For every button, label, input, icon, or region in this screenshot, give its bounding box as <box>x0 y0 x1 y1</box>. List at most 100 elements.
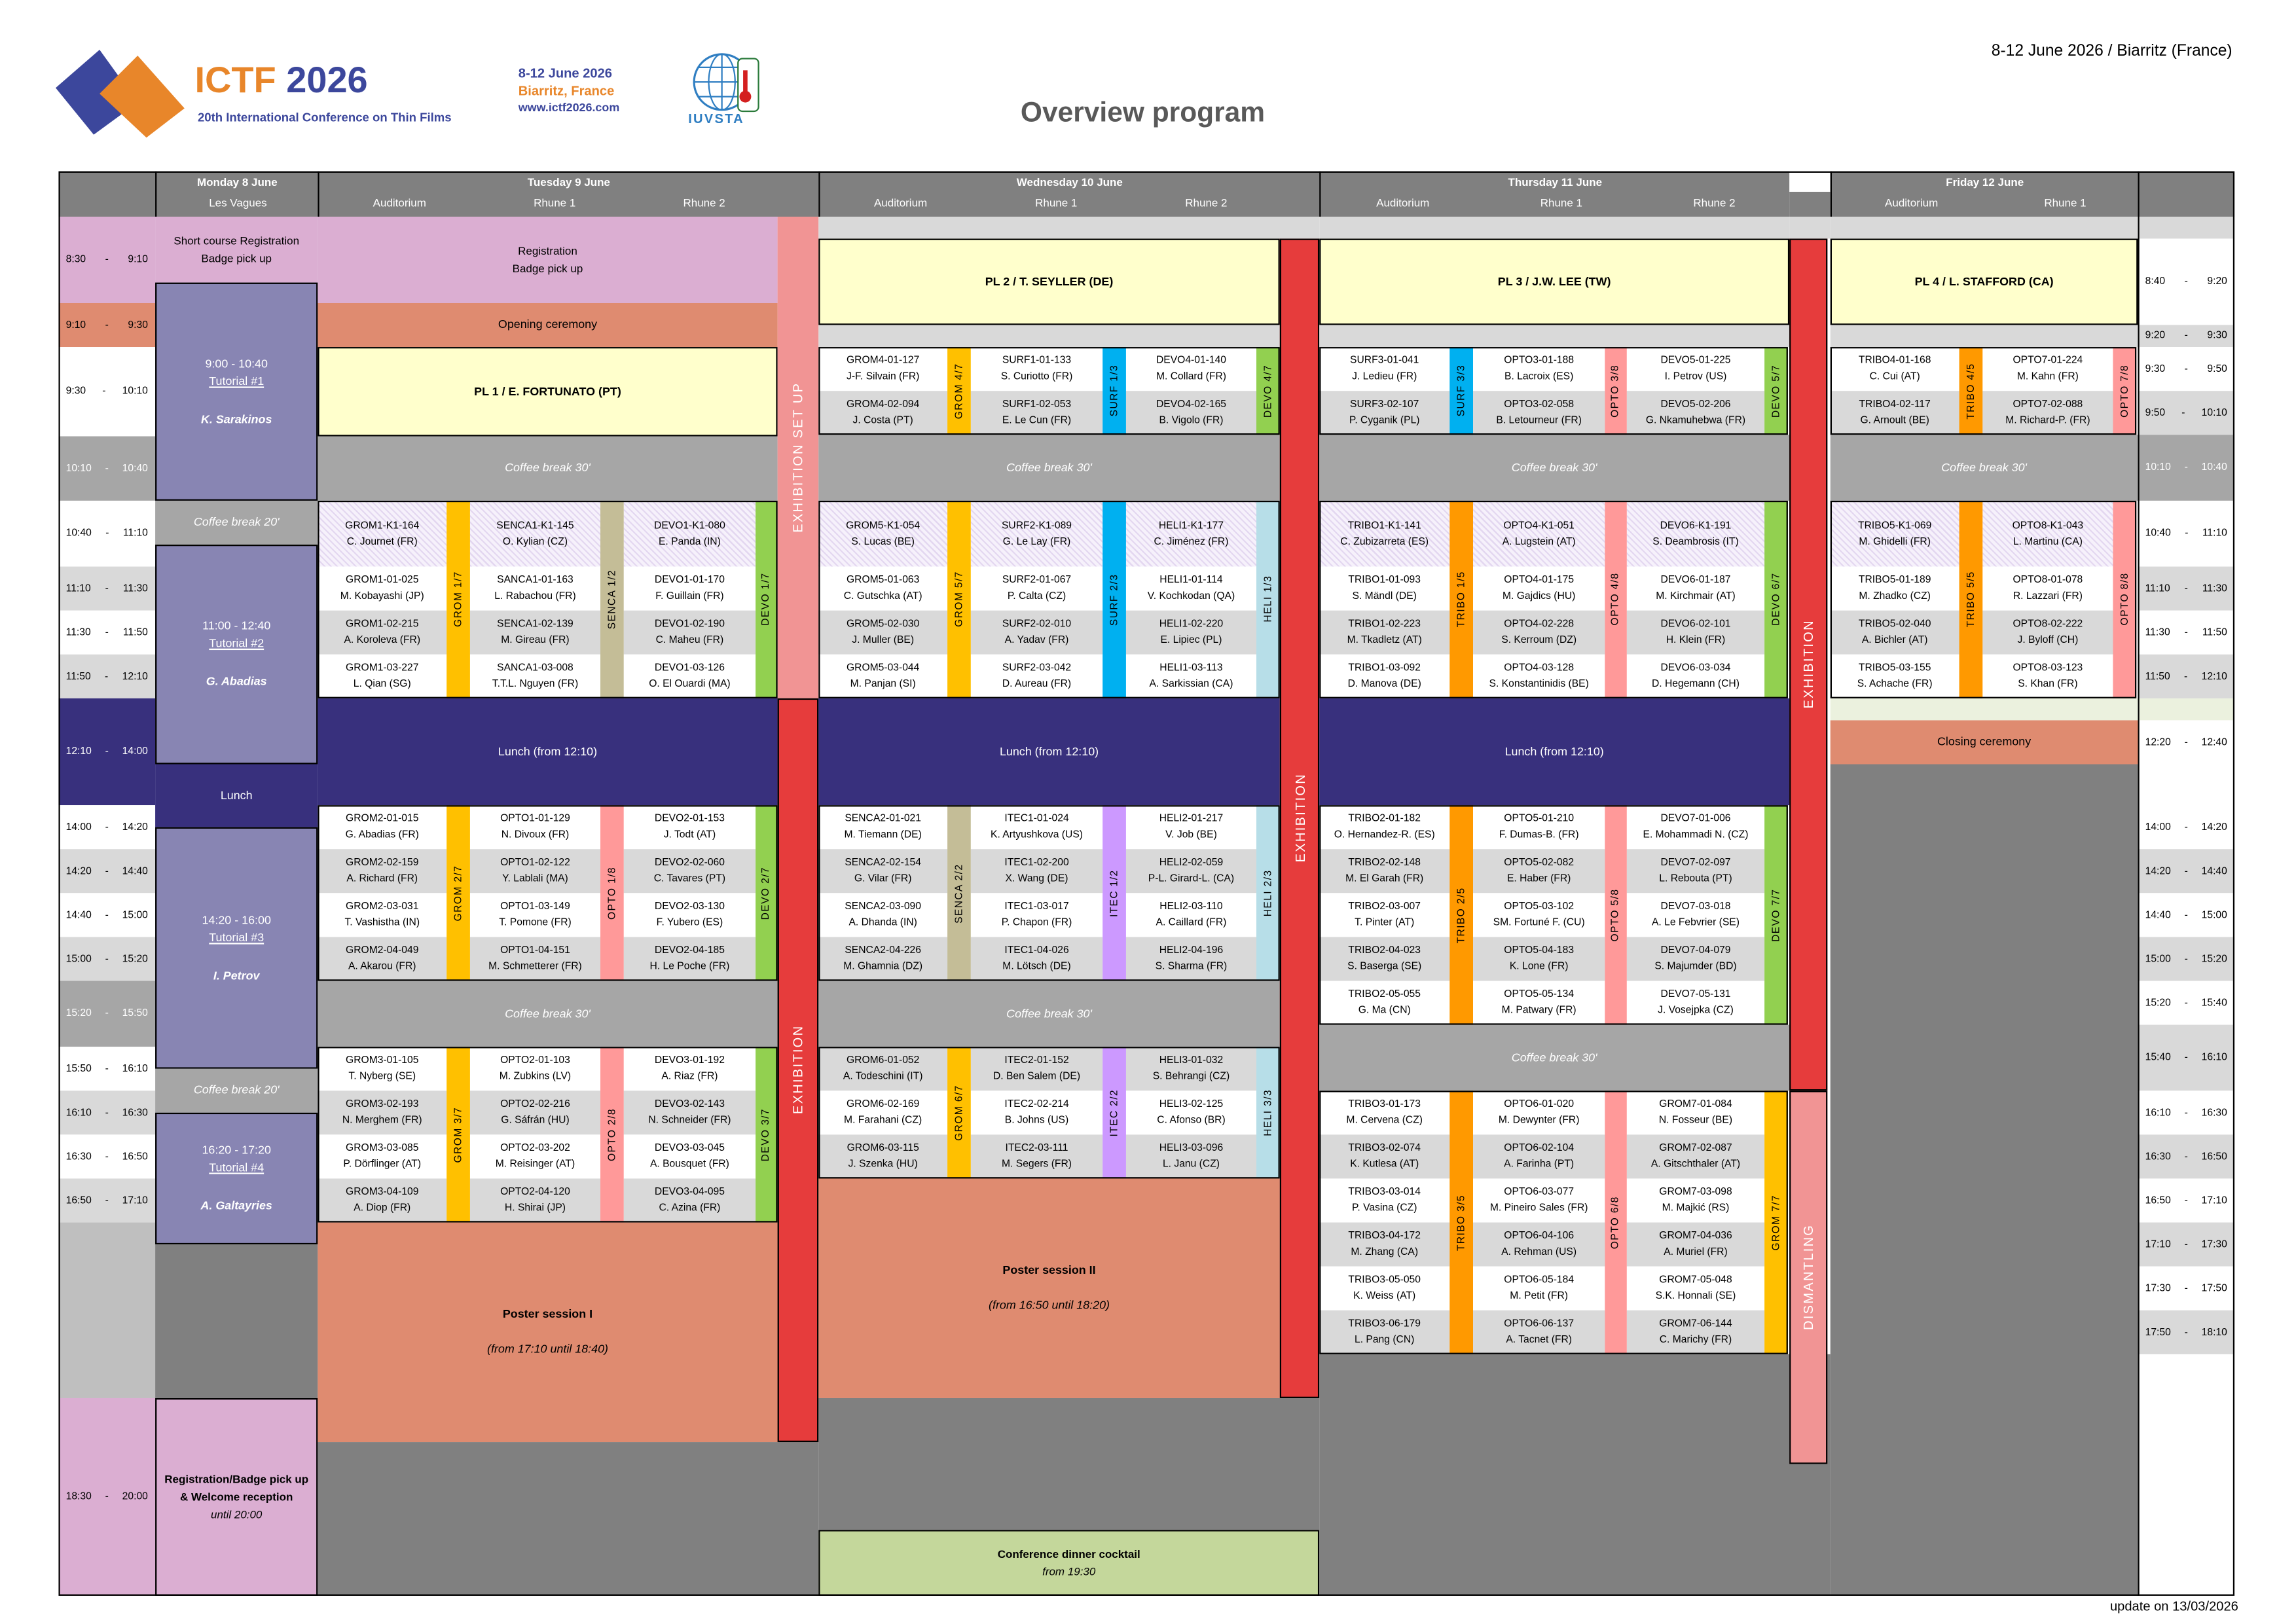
tutorial-link[interactable]: Tutorial #3 <box>209 930 264 944</box>
tutorial-link[interactable]: Tutorial #1 <box>209 374 264 388</box>
event-url[interactable]: www.ictf2026.com <box>518 101 620 115</box>
tutorial-link[interactable]: Tutorial #4 <box>209 1161 264 1174</box>
